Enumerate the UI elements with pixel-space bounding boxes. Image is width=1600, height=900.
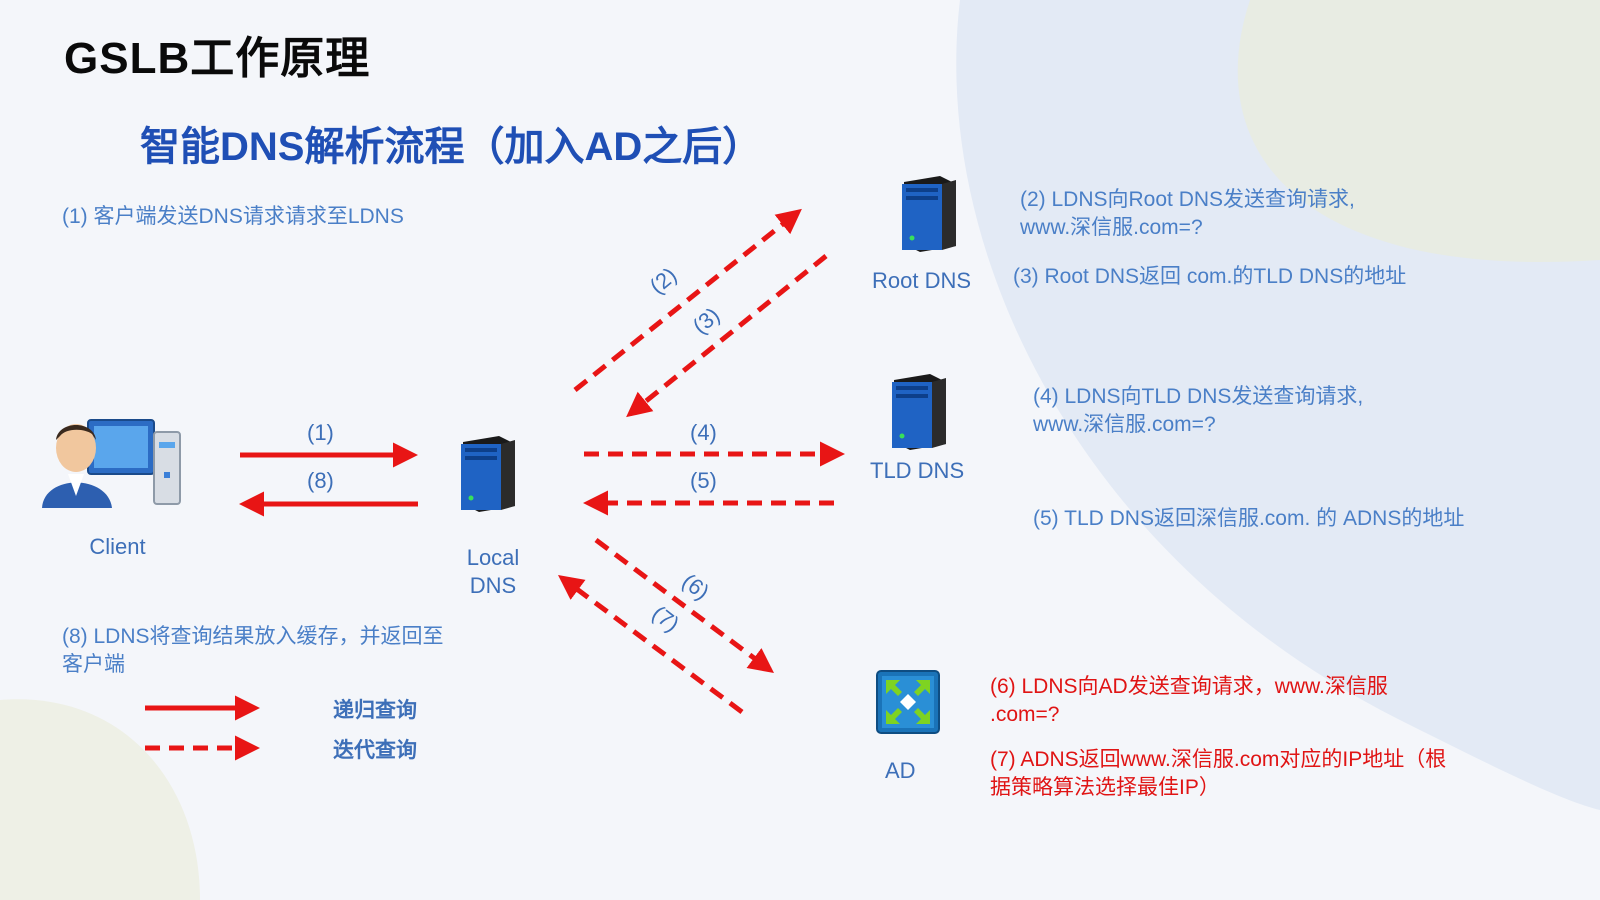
local-dns-label: Local DNS bbox=[448, 544, 538, 600]
user-computer-icon bbox=[42, 419, 181, 508]
page-title: GSLB工作原理 bbox=[64, 34, 371, 83]
step-8-description: (8) LDNS将查询结果放入缓存，并返回至 客户端 bbox=[62, 623, 444, 679]
tld-dns-label: TLD DNS bbox=[870, 458, 965, 483]
step-4-line2: www.深信服.com=? bbox=[1033, 413, 1216, 436]
step-6-line2: .com=? bbox=[990, 703, 1060, 726]
arrow-7-ad-to-ldns bbox=[557, 575, 744, 715]
ad-label: AD bbox=[885, 758, 916, 783]
step-6-description: (6) LDNS向AD发送查询请求，www.深信服 .com=? bbox=[990, 673, 1388, 729]
arrow-label-4: (4) bbox=[690, 420, 717, 445]
arrow-6-ldns-to-ad bbox=[594, 537, 775, 673]
root-dns-server-icon bbox=[902, 176, 956, 252]
step-7-line1: (7) ADNS返回www.深信服.com对应的IP地址（根 bbox=[990, 748, 1447, 771]
step-7-line2: 据策略算法选择最佳IP） bbox=[990, 776, 1220, 799]
server-tower-icon bbox=[461, 436, 515, 512]
arrow-label-8: (8) bbox=[307, 468, 334, 493]
local-dns-label-line2: DNS bbox=[469, 573, 517, 598]
arrow-label-5: (5) bbox=[690, 468, 717, 493]
step-2-line1: (2) LDNS向Root DNS发送查询请求, bbox=[1020, 188, 1355, 211]
tld-dns-server-icon bbox=[892, 374, 946, 450]
load-balancer-icon bbox=[876, 670, 940, 734]
step-3-description: (3) Root DNS返回 com.的TLD DNS的地址 bbox=[1013, 265, 1407, 288]
step-4-description: (4) LDNS向TLD DNS发送查询请求, www.深信服.com=? bbox=[1033, 383, 1363, 439]
step-6-line1: (6) LDNS向AD发送查询请求，www.深信服 bbox=[990, 675, 1388, 698]
step-7-description: (7) ADNS返回www.深信服.com对应的IP地址（根 据策略算法选择最佳… bbox=[990, 746, 1446, 802]
arrow-3-root-to-ldns bbox=[626, 254, 828, 418]
arrow-2-ldns-to-root bbox=[573, 208, 802, 392]
step-5-description: (5) TLD DNS返回深信服.com. 的 ADNS的地址 bbox=[1033, 507, 1465, 530]
legend-recursive-label: 递归查询 bbox=[333, 699, 417, 722]
step-1-description: (1) 客户端发送DNS请求请求至LDNS bbox=[62, 205, 404, 228]
step-8-line2: 客户端 bbox=[62, 653, 125, 676]
local-dns-label-line1: Local bbox=[466, 545, 520, 570]
arrow-label-1: (1) bbox=[307, 420, 334, 445]
step-8-line1: (8) LDNS将查询结果放入缓存，并返回至 bbox=[62, 625, 444, 648]
step-2-line2: www.深信服.com=? bbox=[1020, 216, 1203, 239]
client-label: Client bbox=[89, 534, 146, 559]
legend-iterative-label: 迭代查询 bbox=[333, 739, 417, 762]
step-2-description: (2) LDNS向Root DNS发送查询请求, www.深信服.com=? bbox=[1020, 186, 1355, 242]
root-dns-label: Root DNS bbox=[872, 268, 972, 293]
step-4-line1: (4) LDNS向TLD DNS发送查询请求, bbox=[1033, 385, 1364, 408]
diagram-subtitle: 智能DNS解析流程（加入AD之后） bbox=[140, 125, 763, 169]
